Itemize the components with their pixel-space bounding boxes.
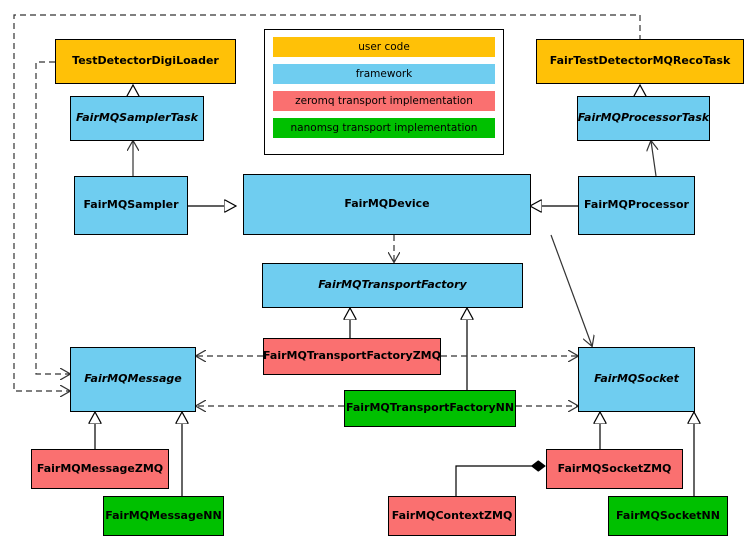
class-test-detector-digi-loader[interactable]: TestDetectorDigiLoader	[55, 39, 236, 84]
class-fairmq-socket[interactable]: FairMQSocket	[578, 347, 695, 412]
edge-processor-to-processortask	[651, 141, 656, 177]
class-fairmq-sampler[interactable]: FairMQSampler	[74, 176, 188, 235]
class-fairmq-processor[interactable]: FairMQProcessor	[578, 176, 695, 235]
legend-item-nanomsg: nanomsg transport implementation	[273, 118, 495, 138]
edge-contextzmq-to-socketzmq	[455, 466, 545, 496]
class-fairmq-message[interactable]: FairMQMessage	[70, 347, 196, 412]
class-fairmq-sampler-task[interactable]: FairMQSamplerTask	[70, 96, 204, 141]
legend-label-nanomsg: nanomsg transport implementation	[290, 122, 478, 134]
legend-label-framework: framework	[355, 68, 413, 80]
edge-device-to-socket	[550, 234, 592, 346]
class-fairmq-socket-zmq[interactable]: FairMQSocketZMQ	[546, 449, 683, 489]
class-fairmq-message-nn[interactable]: FairMQMessageNN	[103, 496, 224, 536]
class-fair-test-detector-mq-reco-task[interactable]: FairTestDetectorMQRecoTask	[536, 39, 744, 84]
class-fairmq-transport-factory[interactable]: FairMQTransportFactory	[262, 263, 523, 308]
class-fairmq-transport-factory-nn[interactable]: FairMQTransportFactoryNN	[344, 390, 516, 427]
class-fairmq-socket-nn[interactable]: FairMQSocketNN	[608, 496, 728, 536]
class-fairmq-message-zmq[interactable]: FairMQMessageZMQ	[31, 449, 169, 489]
class-fairmq-processor-task[interactable]: FairMQProcessorTask	[577, 96, 710, 141]
legend-panel: user code framework zeromq transport imp…	[264, 29, 504, 155]
legend-item-user-code: user code	[273, 37, 495, 57]
legend-item-framework: framework	[273, 64, 495, 84]
legend-item-zeromq: zeromq transport implementation	[273, 91, 495, 111]
legend-label-zeromq: zeromq transport implementation	[295, 95, 473, 107]
legend-label-user-code: user code	[358, 41, 410, 53]
class-fairmq-device[interactable]: FairMQDevice	[243, 174, 531, 235]
edge-digiloader-to-message	[35, 61, 70, 374]
class-fairmq-context-zmq[interactable]: FairMQContextZMQ	[388, 496, 516, 536]
class-fairmq-transport-factory-zmq[interactable]: FairMQTransportFactoryZMQ	[263, 338, 441, 375]
